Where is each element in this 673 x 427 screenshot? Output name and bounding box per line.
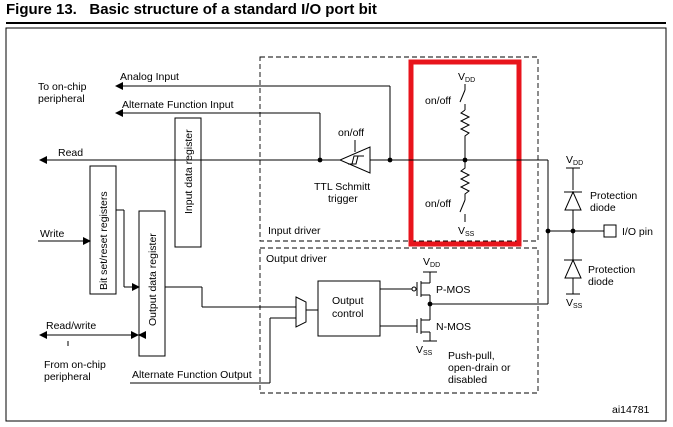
- from-onchip-label-2: peripheral: [44, 371, 91, 383]
- write-label: Write: [40, 228, 64, 240]
- diode-bottom-label-2: diode: [588, 276, 614, 288]
- push-pull-label-1: Push-pull,: [448, 350, 495, 362]
- io-pin-pad: [603, 224, 617, 238]
- bit-set-reset-label: Bit set/reset registers: [98, 191, 110, 290]
- figure-id: ai14781: [612, 404, 650, 416]
- figure-caption: Basic structure of a standard I/O port b…: [89, 1, 377, 18]
- to-onchip-label-2: peripheral: [38, 93, 85, 105]
- input-driver-label: Input driver: [268, 225, 321, 237]
- read-label: Read: [58, 147, 83, 159]
- p-mos-transistor: [380, 272, 431, 303]
- protection-diode-bottom: [564, 258, 582, 279]
- diode-bottom-label-1: Protection: [588, 264, 635, 276]
- diode-top-label-2: diode: [590, 202, 616, 214]
- read-write-label: Read/write: [46, 320, 96, 332]
- figure-number: Figure 13.: [6, 1, 77, 18]
- output-control-label-2: control: [332, 308, 364, 320]
- alt-func-output-label: Alternate Function Output: [132, 369, 252, 381]
- ttl-schmitt-label-1: TTL Schmitt: [314, 181, 370, 193]
- n-mos-transistor: [380, 316, 431, 341]
- input-data-register-label: Input data register: [183, 129, 195, 214]
- pull-resistor-highlight: [408, 59, 522, 247]
- pull-up-resistor: [459, 109, 471, 160]
- pull-up-on-off-label: on/off: [425, 95, 451, 107]
- figure-title: Figure 13. Basic structure of a standard…: [6, 0, 666, 24]
- output-driver-box: [259, 247, 539, 394]
- diode-vdd-label: VDD: [566, 154, 583, 167]
- input-data-register: [174, 117, 202, 248]
- io-pin-label: I/O pin: [622, 226, 653, 238]
- pull-up-vdd-label: VDD: [458, 71, 475, 84]
- output-mux: [295, 296, 307, 328]
- analog-input-label: Analog Input: [120, 71, 179, 83]
- bit-set-reset-registers: [89, 165, 117, 295]
- protection-diode-top: [564, 190, 582, 211]
- pull-down-on-off-label: on/off: [425, 198, 451, 210]
- from-onchip-label-1: From on-chip: [44, 359, 106, 371]
- outer-frame: [5, 27, 667, 422]
- ttl-schmitt-trigger: [338, 140, 371, 174]
- input-driver-box: [259, 56, 539, 242]
- output-driver-label: Output driver: [266, 253, 327, 265]
- output-data-register-label: Output data register: [147, 233, 159, 326]
- diode-vss-label: VSS: [566, 297, 583, 310]
- pull-down-resistor: [459, 160, 471, 200]
- to-onchip-label-1: To on-chip: [38, 81, 87, 93]
- output-control-block: [317, 280, 381, 337]
- diode-top-label-1: Protection: [590, 190, 637, 202]
- alt-func-input-label: Alternate Function Input: [122, 99, 234, 111]
- schmitt-on-off-label: on/off: [338, 127, 364, 139]
- nmos-label: N-MOS: [436, 321, 471, 333]
- output-control-label-1: Output: [332, 295, 364, 307]
- push-pull-label-3: disabled: [448, 374, 487, 386]
- pmos-vdd-label: VDD: [423, 256, 440, 269]
- pmos-label: P-MOS: [436, 284, 470, 296]
- ttl-schmitt-label-2: trigger: [328, 193, 358, 205]
- nmos-vss-label: VSS: [416, 344, 433, 357]
- pull-down-vss-label: VSS: [458, 225, 475, 238]
- push-pull-label-2: open-drain or: [448, 362, 511, 374]
